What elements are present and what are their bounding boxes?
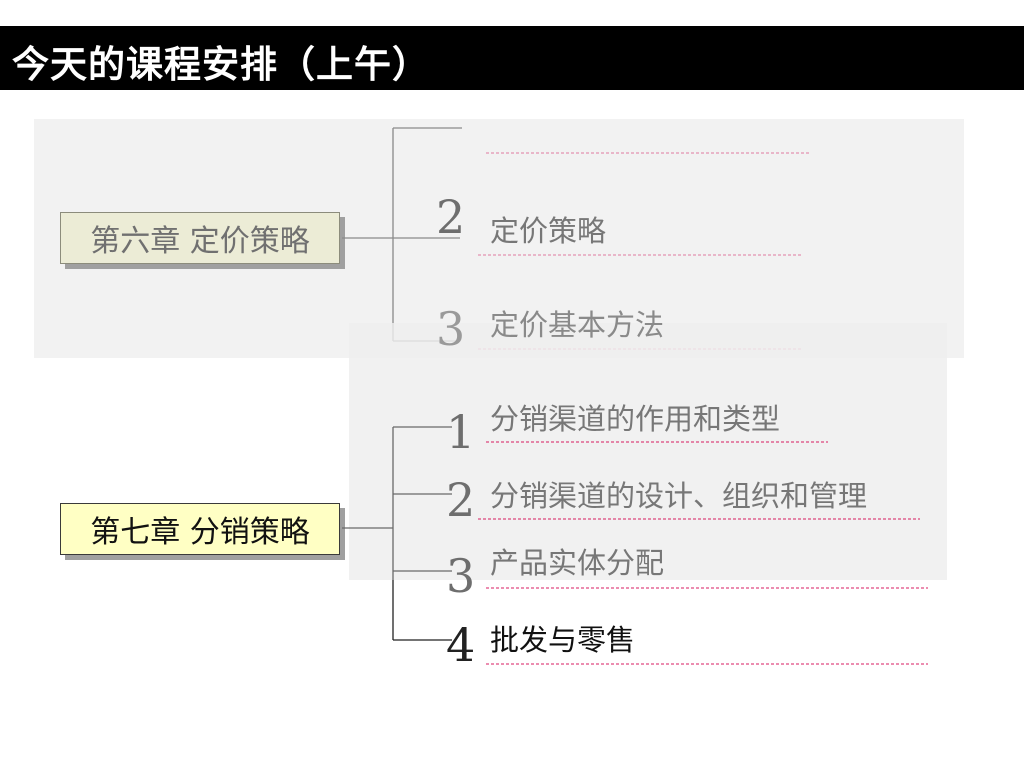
chapter7-box: 第七章 分销策略 xyxy=(60,503,340,555)
chapter6-item3-number: 3 xyxy=(436,302,466,356)
chapter6-item2-label: 定价策略 xyxy=(490,214,607,248)
chapter7-item1-label: 分销渠道的作用和类型 xyxy=(490,402,781,436)
chapter6-item2-number: 2 xyxy=(436,190,466,244)
page-title: 今天的课程安排（上午） xyxy=(12,42,430,86)
chapter7-item3-label: 产品实体分配 xyxy=(490,546,665,580)
chapter7-item4-number: 4 xyxy=(446,618,476,672)
chapter7-item2-label: 分销渠道的设计、组织和管理 xyxy=(490,479,868,513)
chapter6-item3-label: 定价基本方法 xyxy=(490,308,665,342)
chapter7-item4-label: 批发与零售 xyxy=(490,623,636,657)
chapter7-item3-number: 3 xyxy=(446,549,476,603)
chapter7-item2-number: 2 xyxy=(446,473,476,527)
chapter7-connectors-dark xyxy=(392,580,452,641)
title-bar: 今天的课程安排（上午） xyxy=(0,26,1024,90)
chapter7-panel xyxy=(349,323,947,580)
chapter6-box: 第六章 定价策略 xyxy=(60,212,340,264)
chapter7-item1-number: 1 xyxy=(446,405,476,459)
